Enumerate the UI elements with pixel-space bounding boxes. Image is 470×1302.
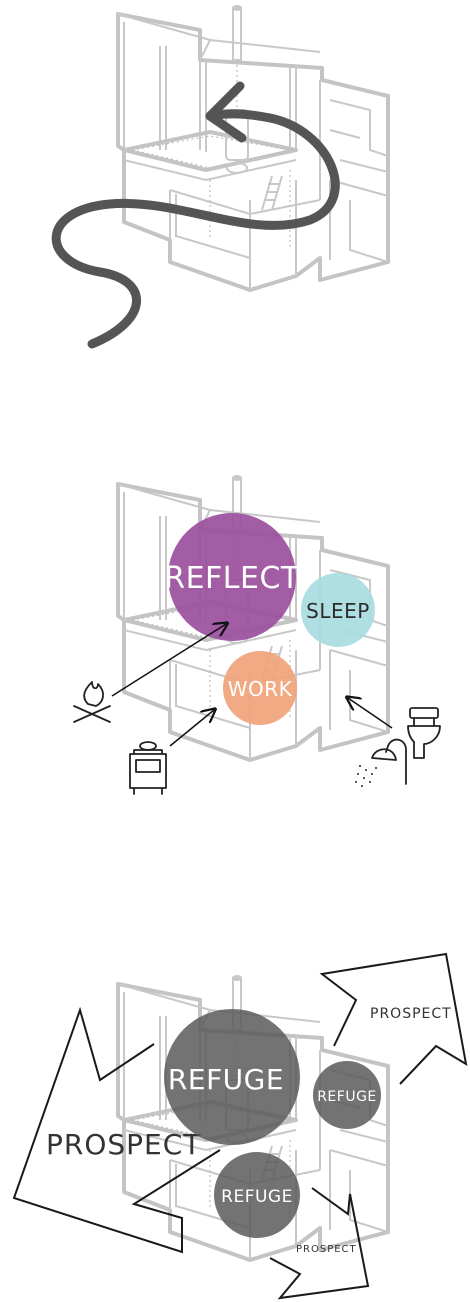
campfire-icon: [74, 682, 110, 722]
refuge-prospect-svg: PROSPECT PROSPECT PROSPECT REFUGE REFUGE…: [0, 950, 470, 1302]
program-diagram: REFLECT SLEEP WORK: [0, 470, 470, 820]
stove-icon: [130, 742, 166, 794]
refuge-label-bottom: REFUGE: [221, 1187, 293, 1207]
prospect-label-top: PROSPECT: [370, 1006, 452, 1022]
house-drawing: [118, 6, 388, 290]
program-svg: REFLECT SLEEP WORK: [0, 470, 470, 820]
refuge-label-large: REFUGE: [168, 1063, 284, 1096]
movement-svg: [0, 0, 470, 360]
work-label: WORK: [228, 677, 293, 701]
refuge-label-right: REFUGE: [317, 1089, 377, 1105]
prospect-label-large: PROSPECT: [46, 1128, 201, 1161]
movement-diagram: [0, 0, 470, 360]
prospect-label-bottom: PROSPECT: [296, 1244, 357, 1255]
reflect-label: REFLECT: [164, 561, 300, 596]
toilet-icon: [408, 708, 440, 758]
refuge-prospect-diagram: PROSPECT PROSPECT PROSPECT REFUGE REFUGE…: [0, 950, 470, 1302]
shower-icon: [355, 740, 406, 787]
sleep-label: SLEEP: [306, 599, 370, 623]
bath-arrow: [348, 698, 392, 728]
